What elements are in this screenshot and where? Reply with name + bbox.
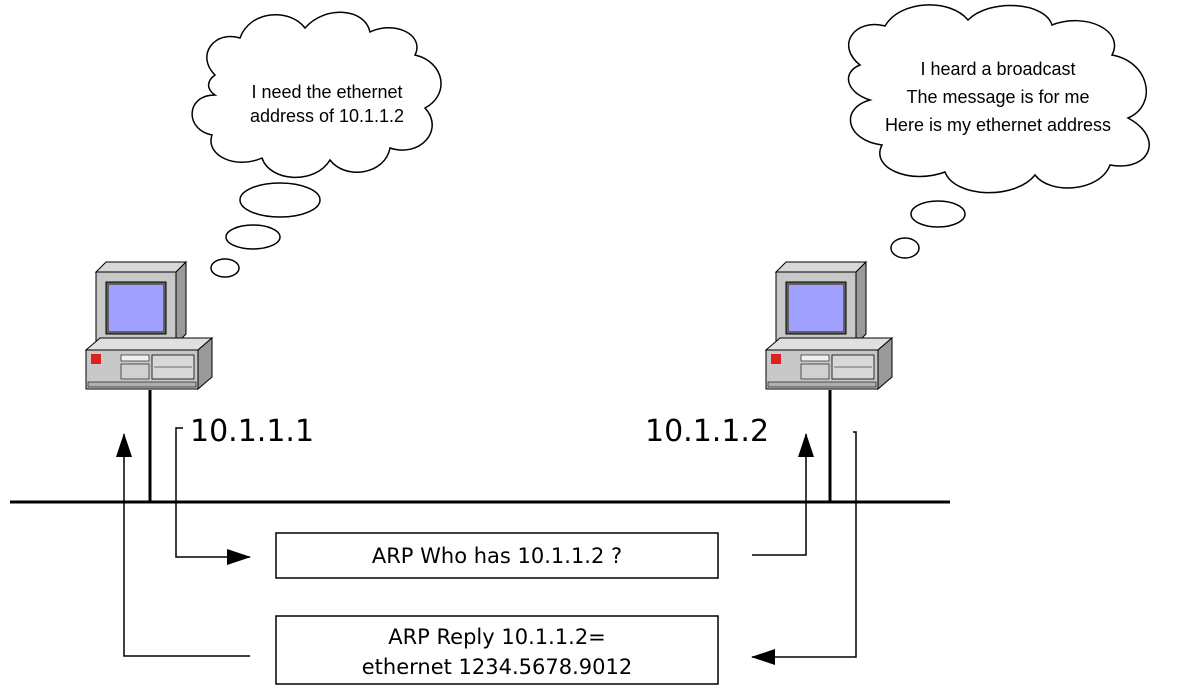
arp-reply-line-1: ARP Reply 10.1.1.2= [388, 625, 606, 649]
arp-reply-line-2: ethernet 1234.5678.9012 [362, 655, 632, 679]
reply-path-in [751, 431, 857, 665]
arp-request-label: ARP Who has 10.1.1.2 ? [372, 544, 622, 568]
thought-bubble-medium [225, 224, 281, 250]
host-b-ip-label: 10.1.1.2 [645, 414, 769, 449]
host-b-computer-icon [764, 260, 894, 391]
cloud-icon [847, 4, 1150, 194]
request-path-out [752, 433, 814, 556]
thought-bubble-small [890, 237, 920, 259]
host-a-computer-icon [84, 260, 214, 391]
host-a-ip-label: 10.1.1.1 [190, 414, 314, 449]
arp-request-box [275, 532, 719, 579]
thought-bubble-small [210, 258, 240, 278]
cloud-icon [191, 11, 442, 179]
host-b-thought-line-2: The message is for me [906, 87, 1089, 107]
thought-bubble-large [910, 200, 966, 228]
host-a-thought-line-1: I need the ethernet [251, 82, 402, 102]
host-a-thought-line-2: address of 10.1.1.2 [250, 106, 404, 126]
reply-path-out [116, 433, 250, 657]
arp-reply-box [275, 615, 719, 685]
thought-bubble-large [239, 182, 321, 218]
host-b-thought-line-1: I heard a broadcast [920, 59, 1075, 79]
host-a-thought-cloud [191, 11, 442, 278]
host-b-thought-line-3: Here is my ethernet address [885, 115, 1111, 135]
host-b-thought-cloud [847, 4, 1150, 259]
request-path-in [175, 427, 251, 565]
